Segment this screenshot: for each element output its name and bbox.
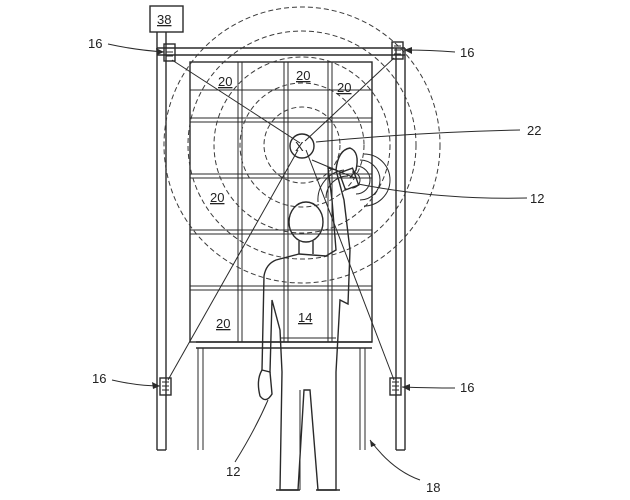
sensor-top-left <box>163 43 176 62</box>
signal-circles <box>163 6 441 284</box>
label-device-left-12: 12 <box>226 464 240 479</box>
label-bin-3: 20 <box>337 80 351 95</box>
label-device-right-12: 12 <box>530 191 544 206</box>
label-sensor-top-right: 16 <box>460 45 474 60</box>
label-floor-18: 18 <box>426 480 440 495</box>
device-waves <box>317 153 391 207</box>
label-bin-2: 20 <box>296 68 310 83</box>
sensor-bottom-right <box>389 377 402 396</box>
label-target-22: 22 <box>527 123 541 138</box>
label-bin-4: 20 <box>210 190 224 205</box>
label-bin-5: 20 <box>216 316 230 331</box>
label-person-14: 14 <box>298 310 312 325</box>
target-marker <box>289 133 315 159</box>
person <box>257 147 358 491</box>
sensor-rays <box>167 57 395 381</box>
label-marker-x: X <box>295 139 304 154</box>
leader-lines <box>107 43 528 481</box>
label-sensor-bottom-right: 16 <box>460 380 474 395</box>
labels: 38 16 16 16 16 20 20 20 20 20 X 22 12 12… <box>88 12 544 495</box>
label-sensor-top-left: 16 <box>88 36 102 51</box>
sensor-top-right <box>391 41 404 60</box>
label-sensor-bottom-left: 16 <box>92 371 106 386</box>
label-38: 38 <box>157 12 171 27</box>
arrowheads <box>152 47 412 447</box>
frame <box>149 5 406 451</box>
sensors <box>159 41 404 396</box>
device-right <box>338 167 360 191</box>
label-bin-1: 20 <box>218 74 232 89</box>
